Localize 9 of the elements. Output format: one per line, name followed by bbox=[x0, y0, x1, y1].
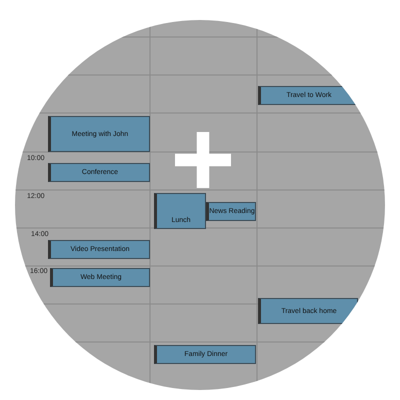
event-block bbox=[50, 268, 150, 287]
event-block bbox=[48, 163, 150, 182]
event-block bbox=[48, 116, 150, 152]
event-block bbox=[48, 240, 150, 259]
event-block bbox=[154, 345, 256, 364]
event-block bbox=[154, 193, 206, 229]
event-block bbox=[258, 86, 358, 105]
event-block bbox=[258, 298, 358, 324]
event-block bbox=[206, 202, 256, 221]
